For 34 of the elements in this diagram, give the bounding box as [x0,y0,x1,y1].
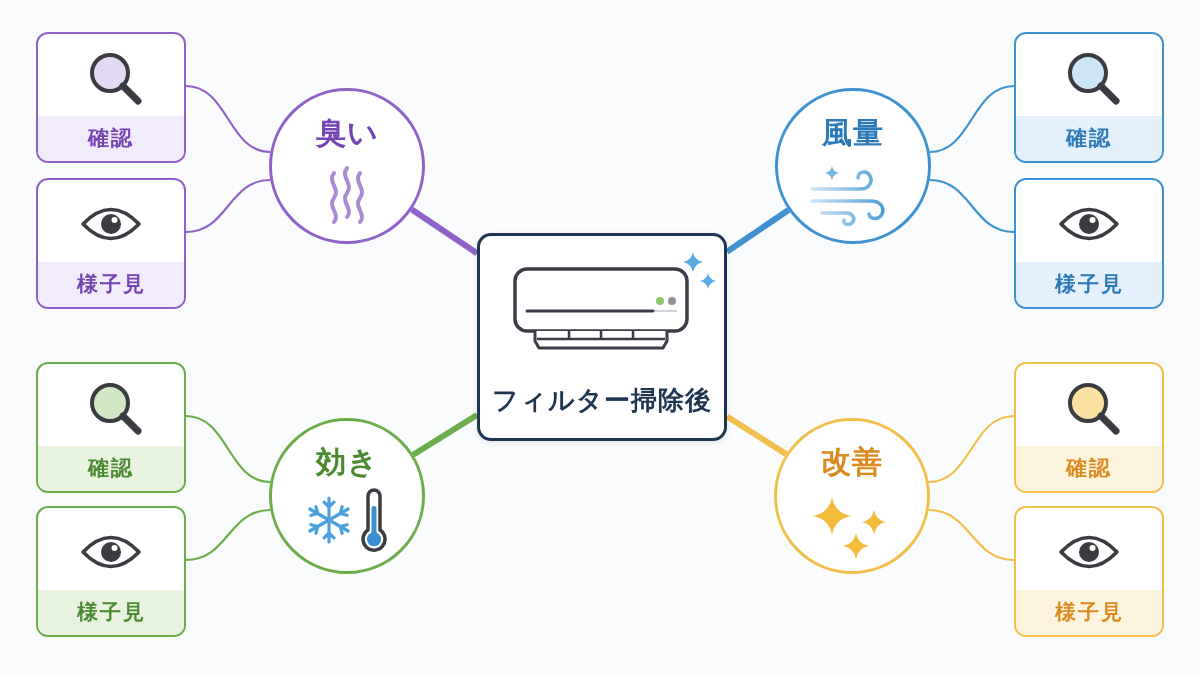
topic-title: 改善 [821,444,883,480]
branch-line [410,206,479,256]
branch-line [185,84,271,154]
label-band: 様子見 [38,590,184,635]
branch-line [725,207,791,255]
action-card [1014,32,1164,163]
action-card [36,178,186,309]
action-card [1014,362,1164,493]
label-band: 確認 [1016,446,1162,491]
branch-line [411,412,479,458]
label-band: 様子見 [38,262,184,307]
branch-line [928,414,1015,484]
action-card [36,362,186,493]
action-card [1014,506,1164,637]
label-band: 確認 [38,446,184,491]
topic-title: 臭い [315,115,379,151]
branch-line [928,508,1015,562]
action-card [36,32,186,163]
action-card [1014,178,1164,309]
branch-line [185,414,271,484]
main-box [477,233,727,441]
center-title: フィルター掃除後 [492,384,712,417]
topic-title: 効き [315,444,379,480]
label-band: 確認 [38,116,184,161]
label-band: 様子見 [1016,262,1162,307]
action-card [36,506,186,637]
branch-line [185,178,271,234]
label-band: 様子見 [1016,590,1162,635]
label-band: 確認 [1016,116,1162,161]
topic-title: 風量 [822,115,884,151]
branch-line [185,508,271,562]
branch-line [929,84,1015,154]
branch-line [929,178,1015,234]
branch-line [725,413,788,457]
